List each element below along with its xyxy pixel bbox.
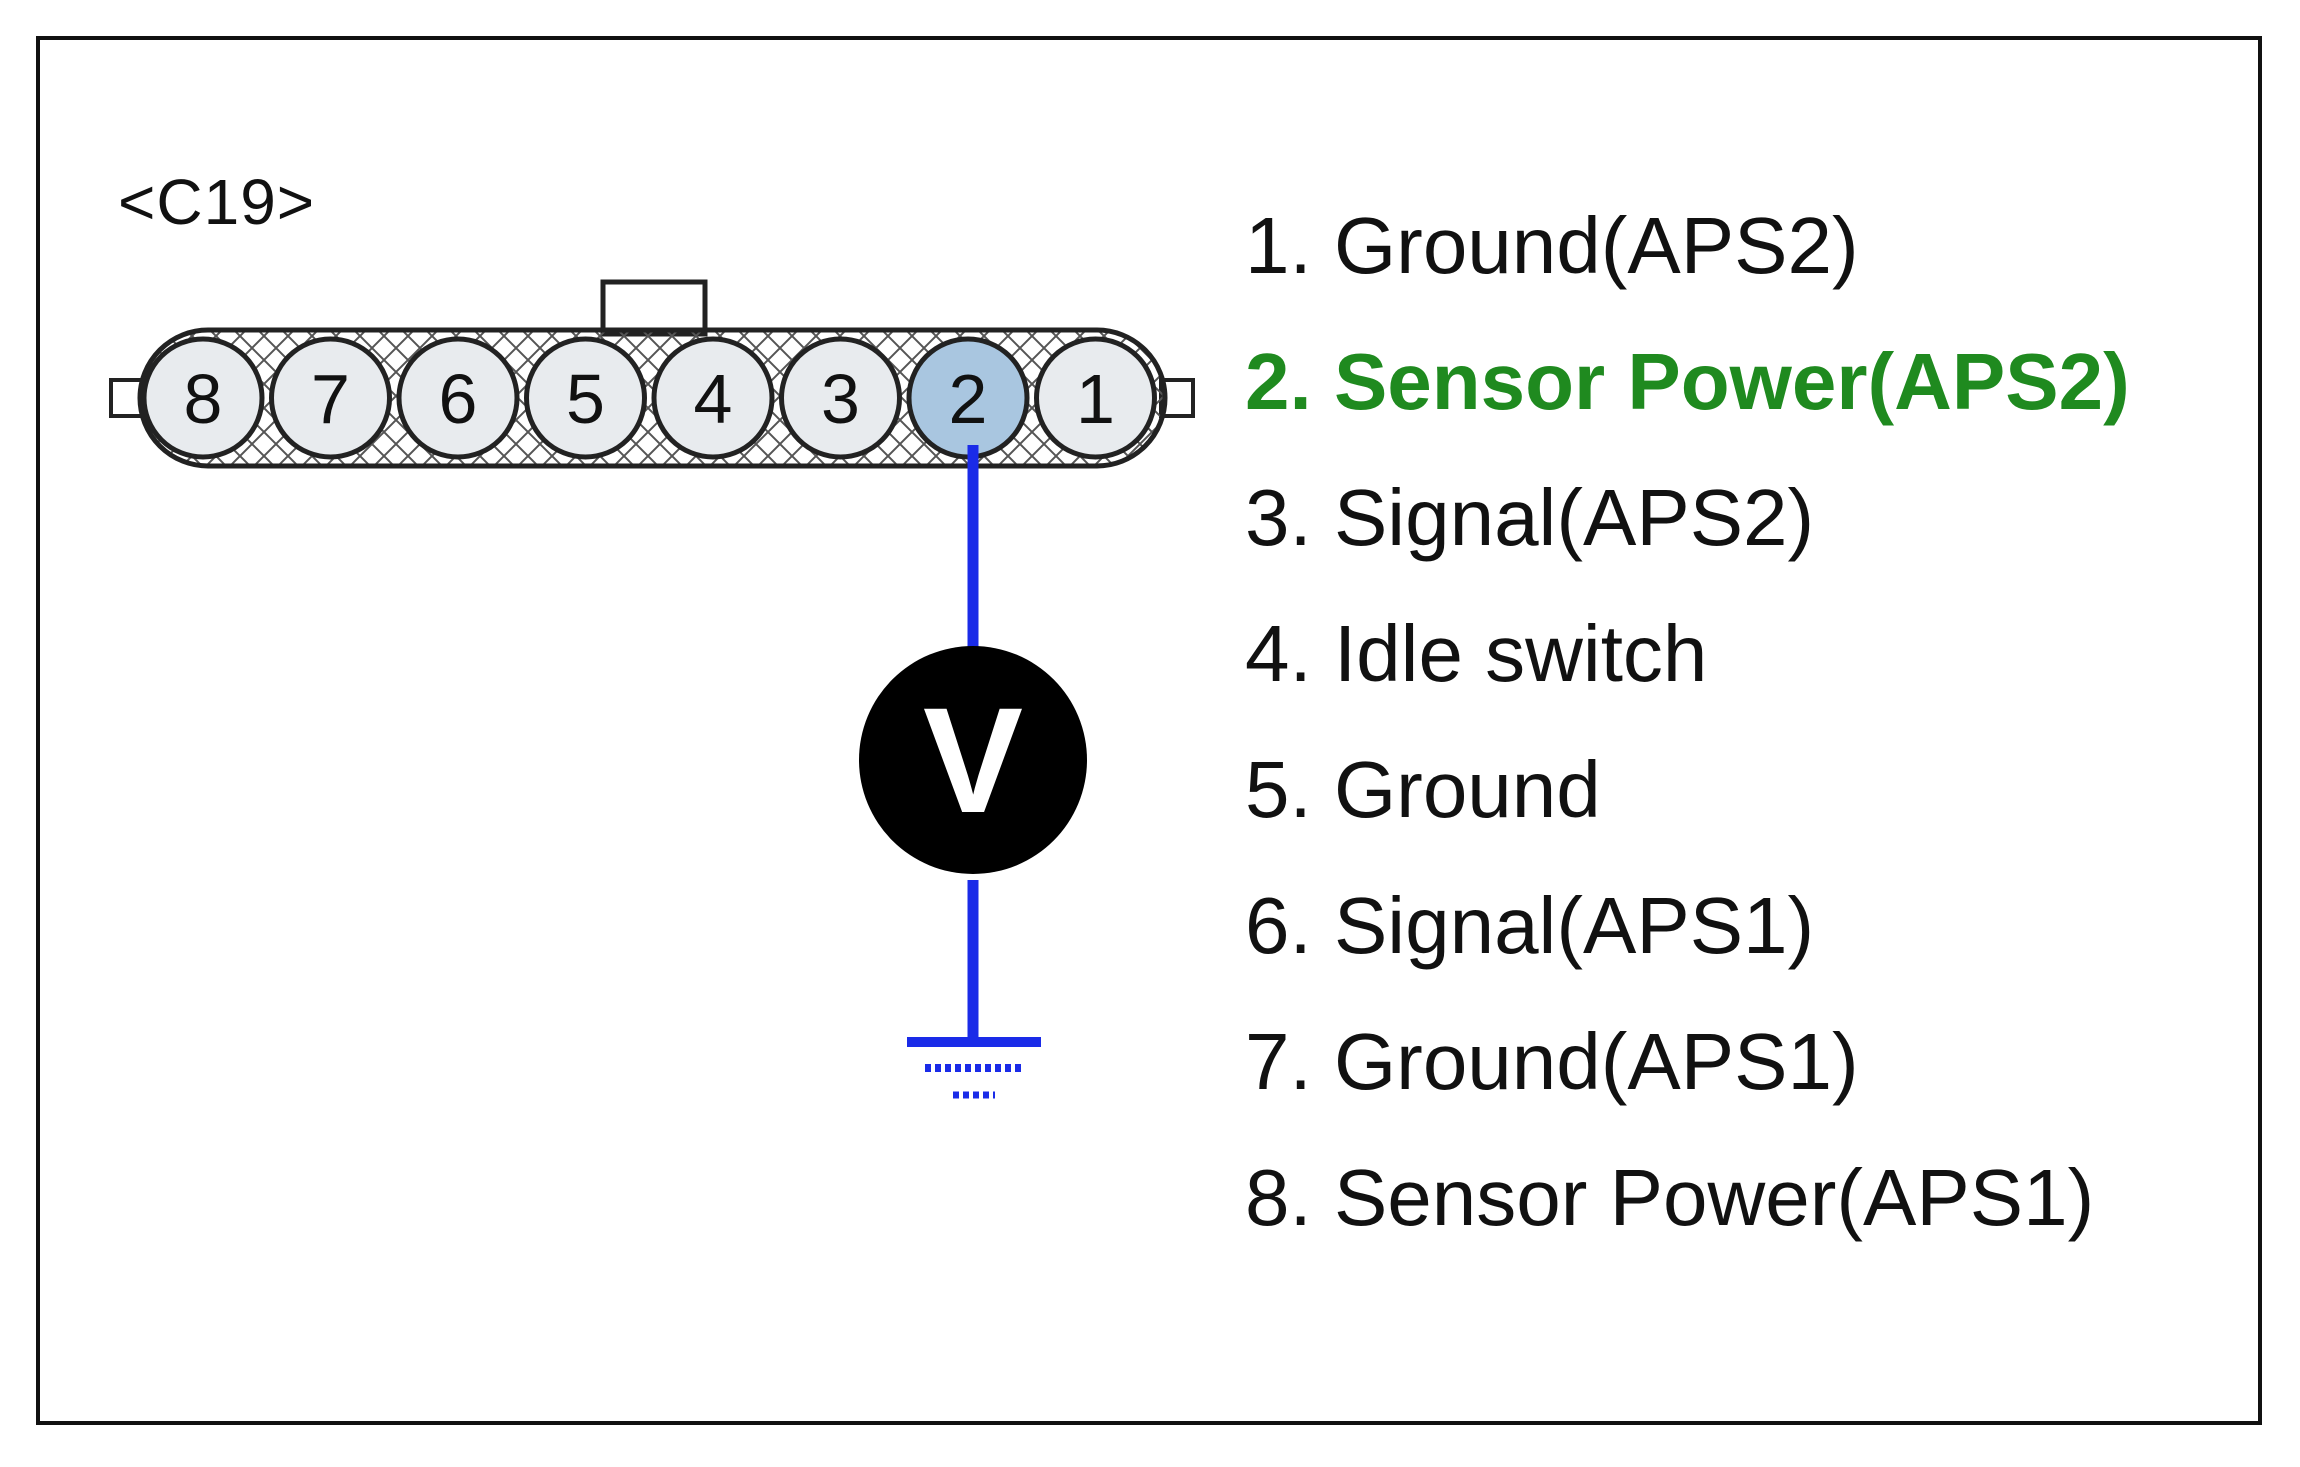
pin-legend: 1. Ground(APS2) 2. Sensor Power(APS2) 3. S… xyxy=(1245,178,2130,1266)
pin-number: 8 xyxy=(184,360,223,438)
pin-circle xyxy=(396,336,520,460)
legend-item: 7. Ground(APS1) xyxy=(1245,1017,1859,1106)
pin-2: 2 xyxy=(906,336,1030,460)
legend-item: 3. Signal(APS2) xyxy=(1245,473,1815,562)
pin-circle xyxy=(524,336,647,460)
legend-item: 4. Idle switch xyxy=(1245,609,1708,698)
legend-item: 8. Sensor Power(APS1) xyxy=(1245,1153,2095,1242)
connector-body xyxy=(109,279,1195,469)
pin-4: 4 xyxy=(651,336,775,460)
pin-7: 7 xyxy=(269,336,392,460)
connector-latch xyxy=(600,279,708,337)
voltmeter-icon: V xyxy=(859,646,1087,874)
legend-item: 1. Ground(APS2) xyxy=(1245,201,1859,290)
pin-number: 2 xyxy=(949,360,988,438)
pin-circle xyxy=(141,336,265,460)
pin-circle xyxy=(779,336,902,460)
pin-1: 1 xyxy=(1034,336,1157,460)
legend-item: 6. Signal(APS1) xyxy=(1245,881,1815,970)
pin-number: 5 xyxy=(566,360,605,438)
pin-number: 3 xyxy=(821,360,860,438)
pin-5: 5 xyxy=(524,336,647,460)
pin-number: 1 xyxy=(1076,360,1115,438)
ground-icon xyxy=(907,1037,1041,1099)
diagram-frame xyxy=(36,36,2262,1425)
pin-circle xyxy=(651,336,775,460)
legend-item: 2. Sensor Power(APS2) xyxy=(1245,337,2130,426)
pin-6: 6 xyxy=(396,336,520,460)
pin-circle xyxy=(1034,336,1157,460)
pin-circle xyxy=(269,336,392,460)
legend-item: 5. Ground xyxy=(1245,745,1601,834)
connector-pins: 8 7 6 5 4 3 2 1 xyxy=(141,336,1157,460)
pin-number: 4 xyxy=(694,360,733,438)
connector-left-tab xyxy=(109,378,145,418)
pin-3: 3 xyxy=(779,336,902,460)
pin-number: 7 xyxy=(311,360,350,438)
pin-number: 6 xyxy=(439,360,478,438)
voltmeter-symbol: V xyxy=(923,676,1023,844)
connector-label: <C19> xyxy=(118,166,316,238)
pin-8: 8 xyxy=(141,336,265,460)
